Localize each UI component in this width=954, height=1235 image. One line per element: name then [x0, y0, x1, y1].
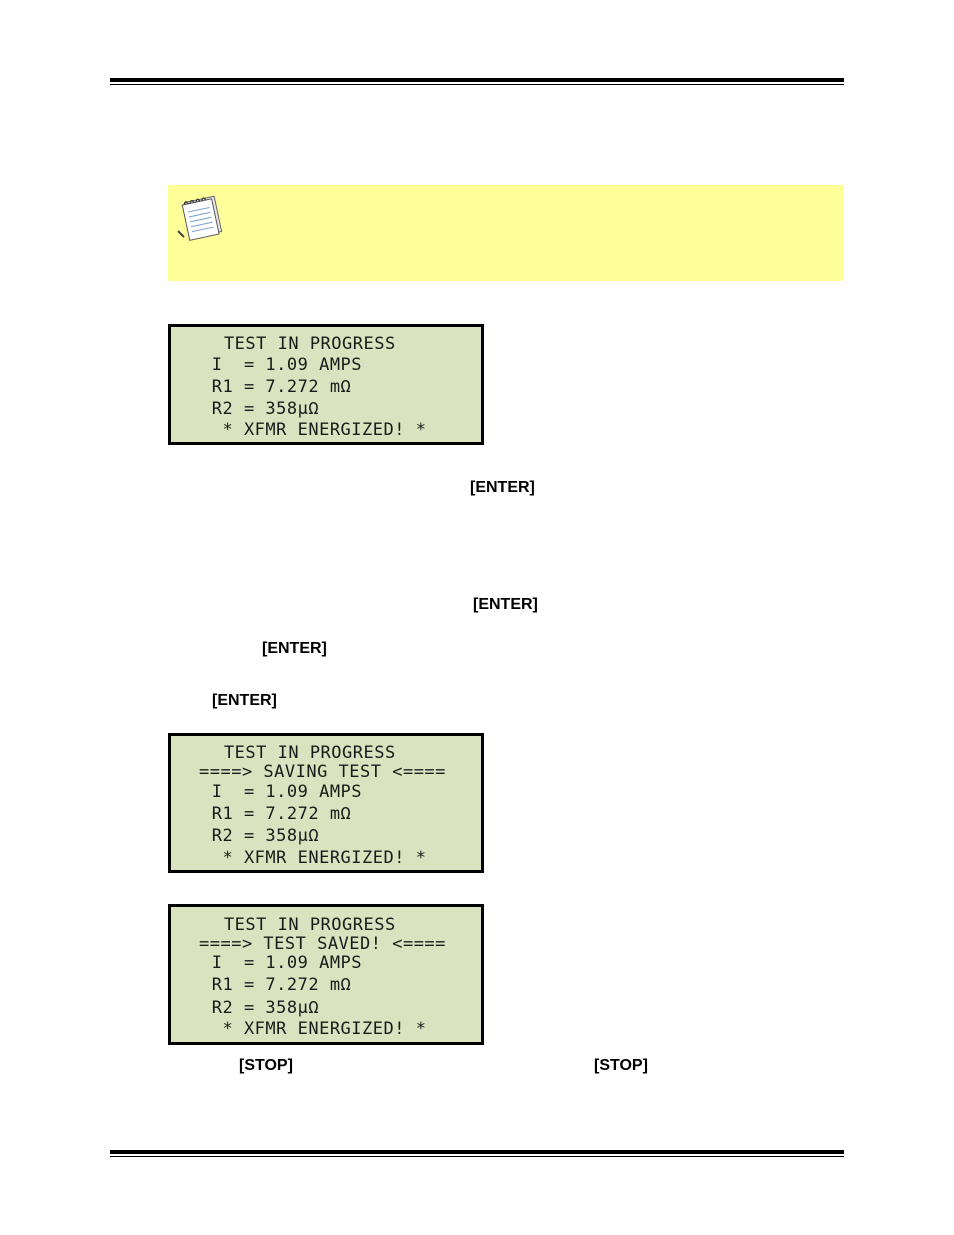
lcd-screen: TEST IN PROGRESS I = 1.09 AMPS R1 = 7.27… [168, 324, 484, 445]
lcd-line: I = 1.09 AMPS [201, 782, 363, 802]
stop-key-label: [STOP] [594, 1057, 648, 1074]
stop-key-label: [STOP] [239, 1057, 293, 1074]
notepad-icon [177, 195, 223, 241]
enter-key-label: [ENTER] [470, 479, 535, 496]
lcd-line: TEST IN PROGRESS [181, 743, 396, 763]
lcd-line: R2 = 358μΩ [201, 399, 320, 419]
note-box [168, 185, 844, 281]
lcd-line: R1 = 7.272 mΩ [201, 975, 352, 995]
lcd-line: * XFMR ENERGIZED! * [201, 848, 427, 868]
lcd-line: ====> SAVING TEST <==== [199, 762, 446, 782]
lcd-line: TEST IN PROGRESS [181, 334, 396, 354]
enter-key-label: [ENTER] [212, 692, 277, 709]
lcd-line: I = 1.09 AMPS [201, 953, 363, 973]
lcd-screen: TEST IN PROGRESS ====> SAVING TEST <====… [168, 733, 484, 873]
lcd-line: R1 = 7.272 mΩ [201, 377, 352, 397]
lcd-line: * XFMR ENERGIZED! * [201, 420, 427, 440]
lcd-line: R2 = 358μΩ [201, 998, 320, 1018]
lcd-line: ====> TEST SAVED! <==== [199, 934, 446, 954]
lcd-screen: TEST IN PROGRESS ====> TEST SAVED! <====… [168, 904, 484, 1045]
lcd-line: I = 1.09 AMPS [201, 355, 363, 375]
lcd-line: TEST IN PROGRESS [181, 915, 396, 935]
footer-rule [110, 1150, 844, 1157]
lcd-line: * XFMR ENERGIZED! * [201, 1019, 427, 1039]
enter-key-label: [ENTER] [473, 596, 538, 613]
enter-key-label: [ENTER] [262, 640, 327, 657]
header-rule [110, 78, 844, 85]
lcd-line: R1 = 7.272 mΩ [201, 804, 352, 824]
lcd-line: R2 = 358μΩ [201, 826, 320, 846]
